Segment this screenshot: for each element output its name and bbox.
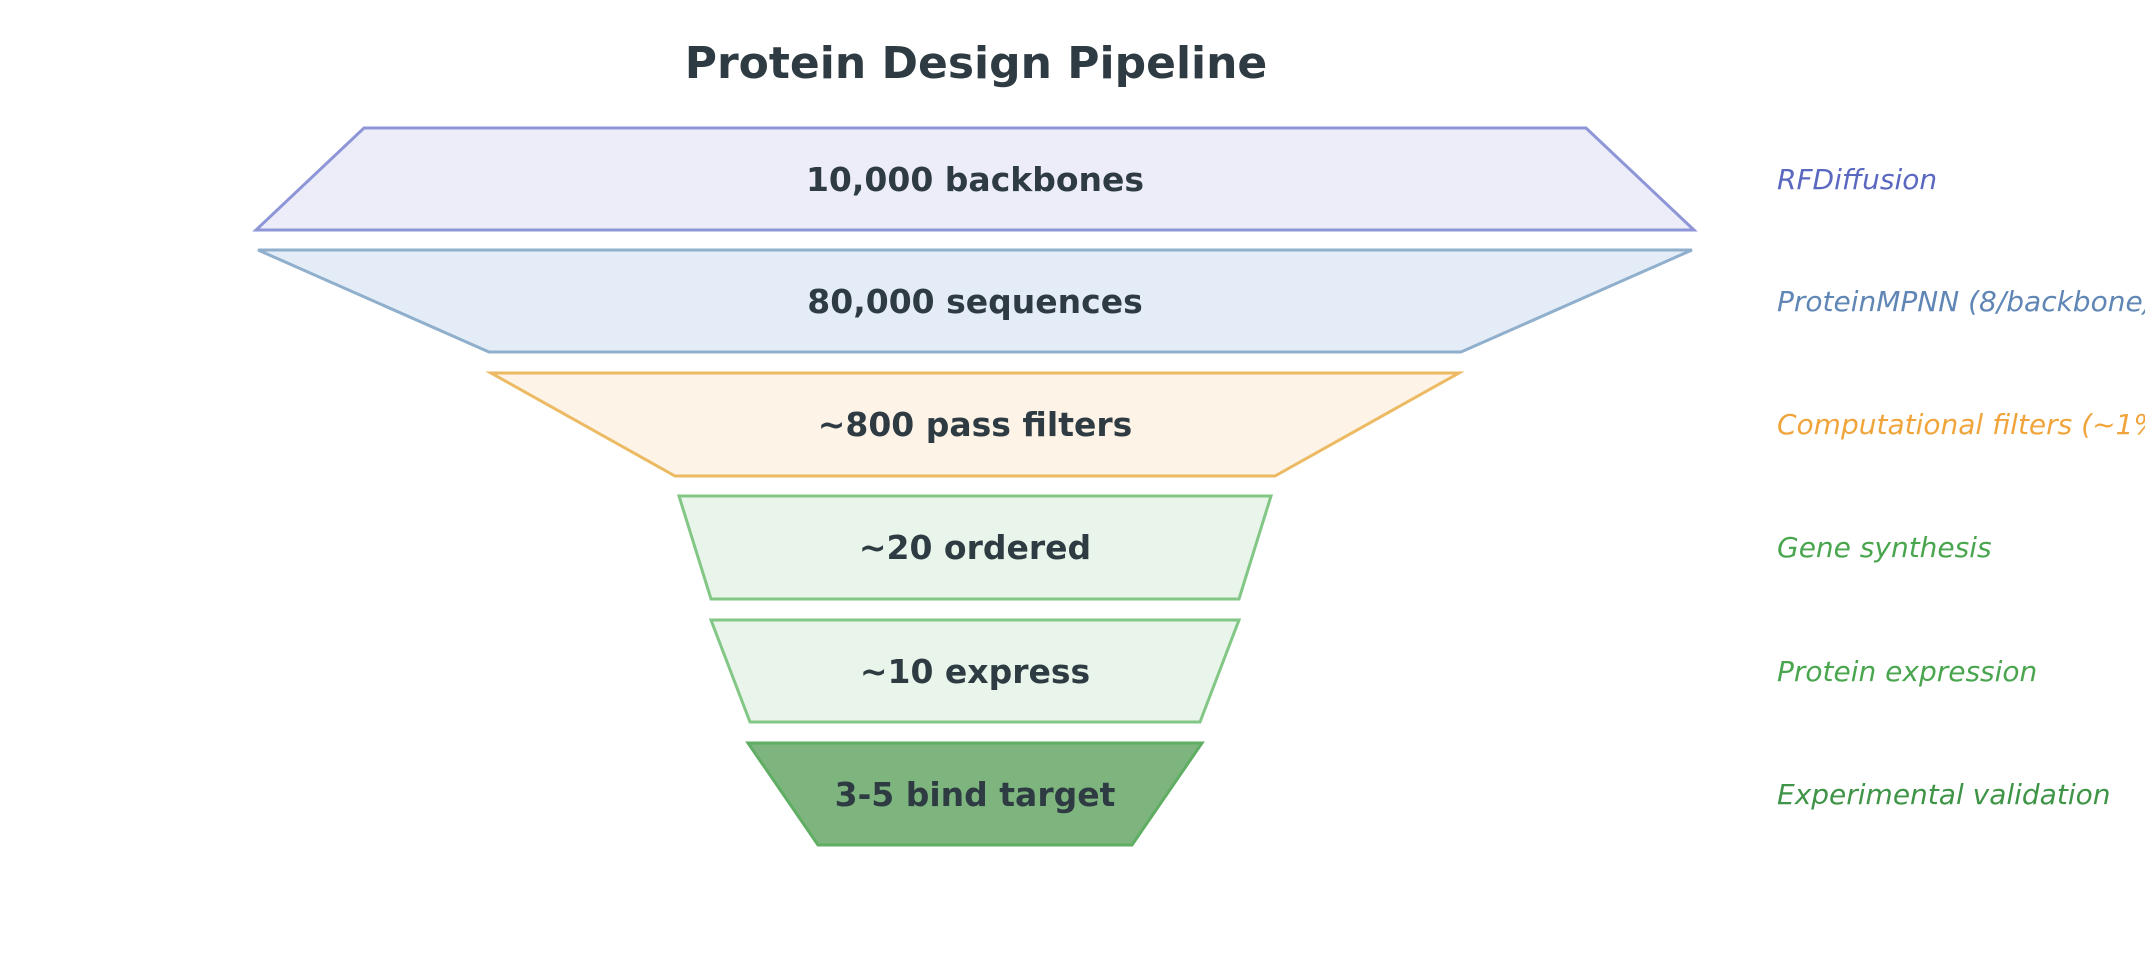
stage-annotation: Gene synthesis bbox=[1777, 531, 1992, 564]
stage-label: ~10 express bbox=[860, 652, 1090, 691]
funnel-stage-5: ~10 express Protein expression bbox=[708, 618, 2037, 724]
funnel-stage-1: 10,000 backbones RFDiffusion bbox=[252, 126, 1937, 232]
stage-label: ~800 pass filters bbox=[818, 405, 1133, 444]
stage-label: 80,000 sequences bbox=[807, 282, 1142, 321]
funnel-stage-3: ~800 pass filters Computational filters … bbox=[485, 371, 2145, 478]
funnel-stage-6-shape bbox=[745, 741, 1205, 847]
stage-label: ~20 ordered bbox=[859, 528, 1091, 567]
stage-annotation: RFDiffusion bbox=[1777, 163, 1937, 196]
funnel-stage-2-shape bbox=[257, 248, 1693, 354]
funnel-stage-5-shape bbox=[708, 618, 1242, 724]
stage-label: 10,000 backbones bbox=[806, 160, 1144, 199]
funnel-stage-3-shape bbox=[485, 371, 1465, 478]
stage-annotation: Protein expression bbox=[1777, 655, 2037, 688]
funnel-stage-4-shape bbox=[676, 494, 1274, 601]
funnel-stage-2: 80,000 sequences ProteinMPNN (8/backbone… bbox=[257, 248, 2145, 354]
funnel-stage-4: ~20 ordered Gene synthesis bbox=[676, 494, 1992, 601]
stage-annotation: Computational filters (~1%) bbox=[1777, 408, 2145, 441]
stage-annotation: ProteinMPNN (8/backbone) bbox=[1777, 285, 2145, 318]
stage-label: 3-5 bind target bbox=[835, 775, 1116, 814]
chart-title: Protein Design Pipeline bbox=[685, 38, 1268, 89]
funnel-stage-1-shape bbox=[252, 126, 1698, 232]
stage-annotation: Experimental validation bbox=[1777, 778, 2110, 811]
funnel-stage-6: 3-5 bind target Experimental validation bbox=[745, 741, 2110, 847]
